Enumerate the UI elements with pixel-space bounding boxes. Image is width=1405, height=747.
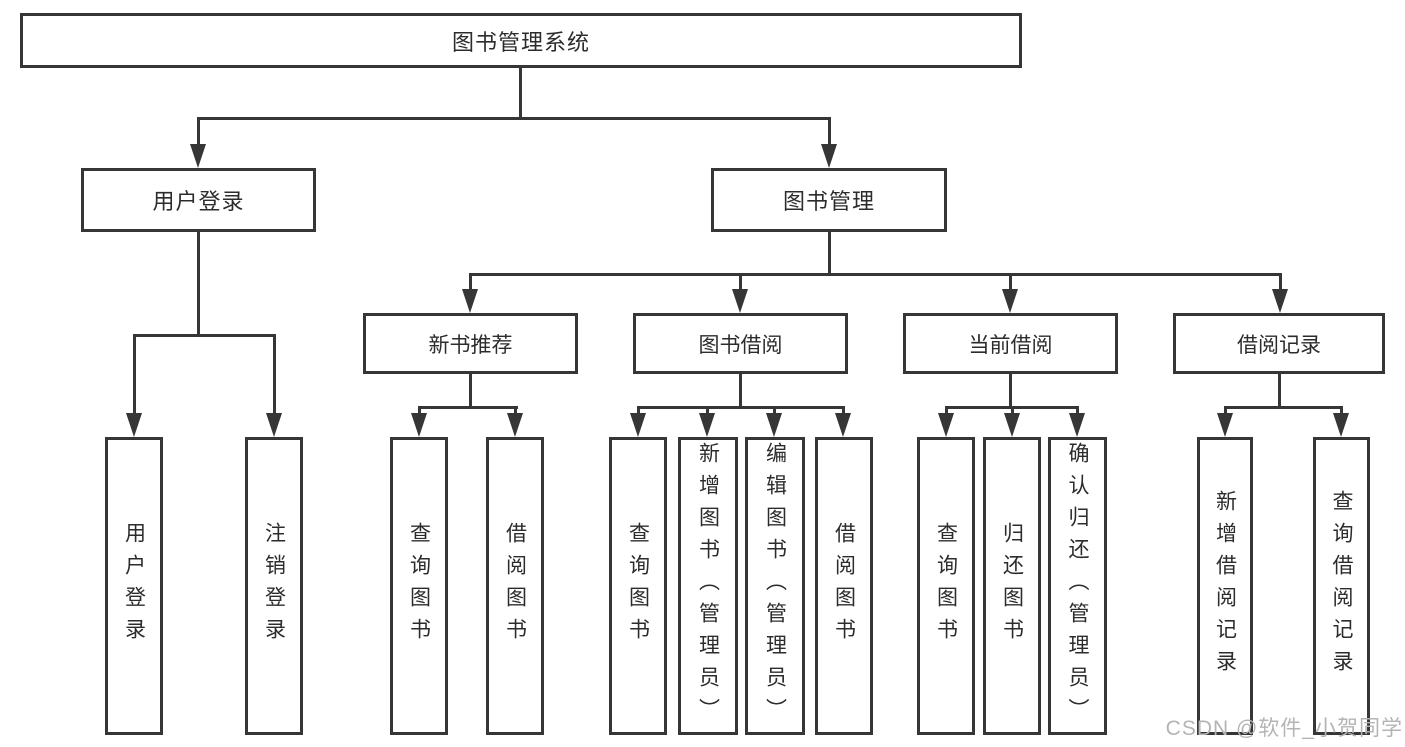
node-new-book-recommend-label: 新书推荐: [428, 333, 513, 357]
node-root-label: 图书管理系统: [451, 29, 590, 55]
connector-line: [1340, 406, 1343, 418]
connector-line: [1279, 273, 1282, 292]
leaf-label: 新增图书（管理员）: [696, 442, 720, 730]
connector-line: [1011, 406, 1014, 418]
connector-line: [197, 232, 200, 337]
arrow-down-icon: [1002, 289, 1018, 313]
node-leaf-borrow-books-recommend: 借阅图书: [486, 437, 544, 735]
node-leaf-logout: 注销登录: [245, 437, 303, 735]
node-leaf-edit-book-admin: 编辑图书（管理员）: [745, 437, 805, 735]
connector-line: [739, 273, 742, 292]
node-book-management: 图书管理: [711, 168, 947, 232]
node-leaf-query-borrow-record: 查询借阅记录: [1313, 437, 1370, 735]
connector-line: [519, 68, 522, 120]
node-leaf-query-books-borrowing: 查询图书: [609, 437, 667, 735]
connector-line: [1009, 374, 1012, 409]
connector-line: [418, 406, 518, 409]
arrow-down-icon: [462, 289, 478, 313]
node-leaf-return-book: 归还图书: [983, 437, 1041, 735]
connector-line: [1076, 406, 1079, 418]
node-current-borrowing-label: 当前借阅: [968, 333, 1053, 357]
node-root: 图书管理系统: [20, 13, 1022, 68]
leaf-label: 查询借阅记录: [1330, 490, 1353, 682]
leaf-label: 注销登录: [262, 522, 286, 650]
leaf-label: 查询图书: [626, 522, 650, 650]
arrow-down-icon: [766, 413, 782, 437]
connector-line: [273, 334, 276, 416]
node-leaf-add-borrow-record: 新增借阅记录: [1197, 437, 1253, 735]
connector-line: [1009, 273, 1012, 292]
node-leaf-confirm-return-admin: 确认归还（管理员）: [1048, 437, 1107, 735]
node-leaf-user-login: 用户登录: [105, 437, 163, 735]
arrow-down-icon: [190, 144, 206, 168]
connector-line: [418, 406, 421, 418]
arrow-down-icon: [732, 289, 748, 313]
arrow-down-icon: [1069, 413, 1085, 437]
node-borrowing-records: 借阅记录: [1173, 313, 1385, 374]
connector-line: [706, 406, 709, 418]
connector-line: [1224, 406, 1227, 418]
node-book-borrowing-label: 图书借阅: [698, 333, 783, 357]
leaf-label: 用户登录: [122, 522, 146, 650]
arrow-down-icon: [411, 413, 427, 437]
connector-line: [739, 374, 742, 409]
node-leaf-add-book-admin: 新增图书（管理员）: [678, 437, 738, 735]
node-leaf-borrow-books-borrowing: 借阅图书: [815, 437, 873, 735]
node-leaf-query-books-recommend: 查询图书: [390, 437, 448, 735]
leaf-label: 归还图书: [1000, 522, 1024, 650]
arrow-down-icon: [126, 413, 142, 437]
node-borrowing-records-label: 借阅记录: [1237, 333, 1321, 357]
connector-line: [469, 273, 1282, 276]
node-book-borrowing: 图书借阅: [633, 313, 848, 374]
leaf-label: 查询图书: [407, 522, 431, 650]
node-user-login: 用户登录: [81, 168, 316, 232]
connector-line: [773, 406, 776, 418]
arrow-down-icon: [1004, 413, 1020, 437]
connector-line: [945, 406, 948, 418]
connector-line: [828, 117, 831, 147]
csdn-watermark: CSDN @软件_小贺同学: [1165, 717, 1403, 740]
connector-line: [469, 273, 472, 292]
arrow-down-icon: [266, 413, 282, 437]
connector-line: [469, 374, 472, 409]
connector-line: [828, 232, 831, 276]
connector-line: [197, 117, 831, 120]
connector-line: [133, 334, 276, 337]
leaf-label: 确认归还（管理员）: [1066, 442, 1089, 730]
connector-line: [842, 406, 845, 418]
arrow-down-icon: [821, 144, 837, 168]
arrow-down-icon: [630, 413, 646, 437]
arrow-down-icon: [1217, 413, 1233, 437]
connector-line: [1224, 406, 1343, 409]
leaf-label: 编辑图书（管理员）: [763, 442, 787, 730]
leaf-label: 借阅图书: [832, 522, 856, 650]
connector-line: [637, 406, 844, 409]
arrow-down-icon: [1272, 289, 1288, 313]
arrow-down-icon: [699, 413, 715, 437]
leaf-label: 借阅图书: [503, 522, 527, 650]
node-book-management-label: 图书管理: [782, 189, 875, 214]
node-leaf-query-books-current: 查询图书: [917, 437, 975, 735]
node-user-login-label: 用户登录: [152, 189, 245, 214]
node-new-book-recommend: 新书推荐: [363, 313, 578, 374]
connector-line: [133, 334, 136, 416]
arrow-down-icon: [835, 413, 851, 437]
node-current-borrowing: 当前借阅: [903, 313, 1118, 374]
arrow-down-icon: [938, 413, 954, 437]
connector-line: [637, 406, 640, 418]
connector-line: [1278, 374, 1281, 409]
connector-line: [197, 117, 200, 147]
arrow-down-icon: [1333, 413, 1349, 437]
leaf-label: 查询图书: [934, 522, 958, 650]
connector-line: [514, 406, 517, 418]
arrow-down-icon: [507, 413, 523, 437]
leaf-label: 新增借阅记录: [1213, 490, 1237, 682]
